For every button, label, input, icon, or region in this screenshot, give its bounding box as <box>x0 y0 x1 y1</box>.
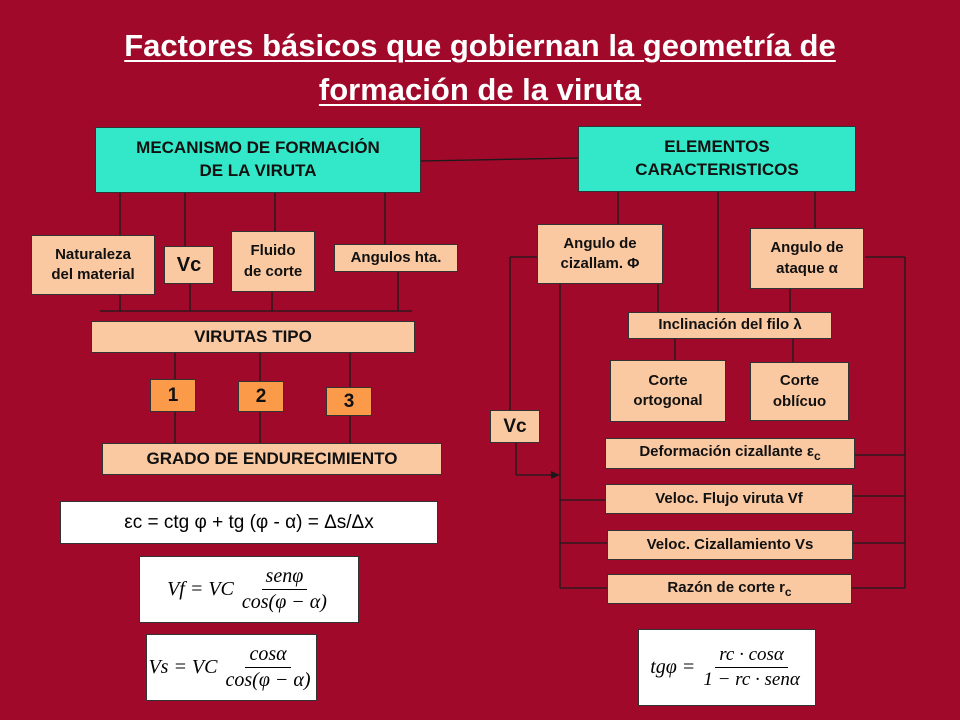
page-title-line1: Factores básicos que gobiernan la geomet… <box>124 28 836 63</box>
corte-oblicuo-line1: Corte <box>779 372 820 390</box>
tg-numerator: rc · cosα <box>715 644 788 668</box>
naturaleza-line1: Naturaleza <box>55 245 131 263</box>
vf-equation: Vf = VC senφ cos(φ − α) <box>139 556 359 623</box>
naturaleza-line2: del material <box>51 266 135 283</box>
tipo-2-box: 2 <box>238 381 284 412</box>
tipo-3-box: 3 <box>326 387 372 416</box>
vc-right-box: Vc <box>490 410 540 443</box>
angulo-ataque-line1: Angulo de <box>770 239 844 257</box>
tg-lhs: tgφ = <box>650 656 696 678</box>
angulo-cizallam-line1: Angulo de <box>563 234 637 252</box>
tg-fraction: rc · cosα 1 − rc · senα <box>699 644 804 691</box>
razon-corte-box: Razón de corte rc <box>607 574 852 604</box>
vc-left-label: Vc <box>176 253 202 276</box>
tipo-1-label: 1 <box>167 384 179 406</box>
inclinacion-box: Inclinación del filo λ <box>628 312 832 339</box>
corte-oblicuo-box: Corte oblícuo <box>750 362 849 421</box>
angulo-cizallam-line2: cizallam. Φ <box>560 255 640 272</box>
vs-lhs: Vs = VC <box>148 656 218 678</box>
virutas-tipo-label: VIRUTAS TIPO <box>194 326 312 346</box>
razon-corte-label: Razón de corte rc <box>667 578 792 599</box>
strain-equation-text: εc = ctg φ + tg (φ - α) = Δs/Δx <box>124 511 374 533</box>
veloc-flujo-label: Veloc. Flujo viruta Vf <box>655 489 803 507</box>
vf-numerator: senφ <box>261 565 308 590</box>
mecanismo-line1: MECANISMO DE FORMACIÓN <box>136 138 380 158</box>
veloc-cizallamiento-box: Veloc. Cizallamiento Vs <box>607 530 853 560</box>
page-title-line2: formación de la viruta <box>318 72 642 107</box>
angulos-hta-label: Angulos hta. <box>350 248 442 266</box>
angulo-cizallam-box: Angulo de cizallam. Φ <box>537 224 663 284</box>
tg-denominator: 1 − rc · senα <box>703 669 800 690</box>
corte-oblicuo-line2: oblícuo <box>772 392 827 410</box>
veloc-flujo-box: Veloc. Flujo viruta Vf <box>605 484 853 514</box>
naturaleza-box: Naturaleza del material <box>31 235 155 295</box>
deformacion-label: Deformación cizallante εc <box>639 443 821 464</box>
elementos-line2: CARACTERISTICOS <box>635 160 799 179</box>
veloc-cizallamiento-label: Veloc. Cizallamiento Vs <box>646 535 814 553</box>
virutas-tipo-box: VIRUTAS TIPO <box>91 321 415 353</box>
angulo-ataque-line2: ataque α <box>776 259 838 277</box>
fluido-line2: de corte <box>243 262 303 280</box>
inclinacion-label: Inclinación del filo λ <box>658 316 802 334</box>
corte-ortogonal-box: Corte ortogonal <box>610 360 726 422</box>
mecanismo-box: MECANISMO DE FORMACIÓN DE LA VIRUTA <box>95 127 421 193</box>
angulo-ataque-box: Angulo de ataque α <box>750 228 864 289</box>
tipo-3-label: 3 <box>343 390 355 412</box>
grado-box: GRADO DE ENDURECIMIENTO <box>102 443 442 475</box>
tipo-2-label: 2 <box>255 385 267 407</box>
vc-right-label: Vc <box>503 415 527 437</box>
angulos-hta-box: Angulos hta. <box>334 244 458 272</box>
vs-numerator: cosα <box>245 643 291 668</box>
vf-fraction: senφ cos(φ − α) <box>238 565 331 614</box>
strain-equation: εc = ctg φ + tg (φ - α) = Δs/Δx <box>60 501 438 544</box>
vc-left-box: Vc <box>164 246 214 284</box>
vf-denominator: cos(φ − α) <box>241 591 327 613</box>
fluido-box: Fluido de corte <box>231 231 315 292</box>
vs-fraction: cosα cos(φ − α) <box>222 643 315 692</box>
corte-ortogonal-line1: Corte <box>648 371 688 389</box>
vf-lhs: Vf = VC <box>167 578 234 600</box>
corte-ortogonal-line2: ortogonal <box>633 392 703 409</box>
grado-label: GRADO DE ENDURECIMIENTO <box>146 448 398 468</box>
elementos-box: ELEMENTOS CARACTERISTICOS <box>578 126 856 192</box>
fluido-line1: Fluido <box>250 242 296 260</box>
tipo-1-box: 1 <box>150 379 196 412</box>
elementos-line1: ELEMENTOS <box>664 137 770 157</box>
deformacion-box: Deformación cizallante εc <box>605 438 855 469</box>
tg-equation: tgφ = rc · cosα 1 − rc · senα <box>638 629 816 706</box>
mecanismo-line2: DE LA VIRUTA <box>199 161 317 180</box>
vs-denominator: cos(φ − α) <box>225 669 311 691</box>
vs-equation: Vs = VC cosα cos(φ − α) <box>146 634 317 701</box>
